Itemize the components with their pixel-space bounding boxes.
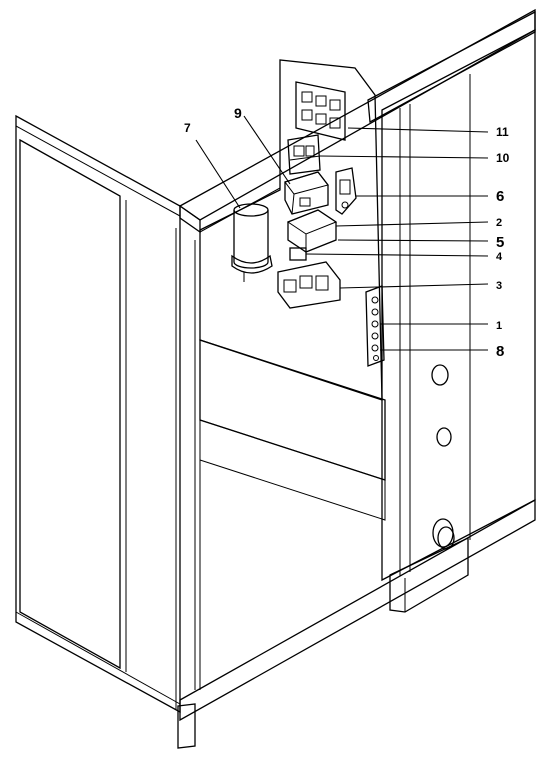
callout-7: 7 xyxy=(184,121,191,135)
part-1-terminal-strip xyxy=(365,285,385,367)
part-10-relay xyxy=(287,134,321,175)
left-louver-panel xyxy=(15,114,181,714)
callout-10: 10 xyxy=(496,151,510,165)
base-frame xyxy=(177,498,536,749)
leader-lines xyxy=(195,115,489,351)
part-3-control-board xyxy=(277,261,341,309)
callout-11: 11 xyxy=(496,125,509,139)
callout-2: 2 xyxy=(496,217,502,229)
callout-5: 5 xyxy=(496,234,504,251)
part-2-transformer xyxy=(286,209,338,253)
part-6-switch xyxy=(335,167,357,215)
control-panel-backplate xyxy=(194,59,386,690)
part-11-terminal-board xyxy=(295,81,346,141)
callout-4: 4 xyxy=(496,251,503,263)
part-9-contactor xyxy=(284,171,329,215)
callout-labels: 11 10 6 2 5 4 3 1 8 7 9 xyxy=(184,105,510,360)
callout-6: 6 xyxy=(496,188,504,205)
callout-9: 9 xyxy=(234,105,242,121)
callout-8: 8 xyxy=(496,343,504,360)
top-frame-rail xyxy=(178,8,536,234)
part-7-capacitor xyxy=(231,203,273,282)
callout-1: 1 xyxy=(496,320,502,332)
right-side-panel xyxy=(381,28,536,582)
callout-3: 3 xyxy=(496,280,502,292)
